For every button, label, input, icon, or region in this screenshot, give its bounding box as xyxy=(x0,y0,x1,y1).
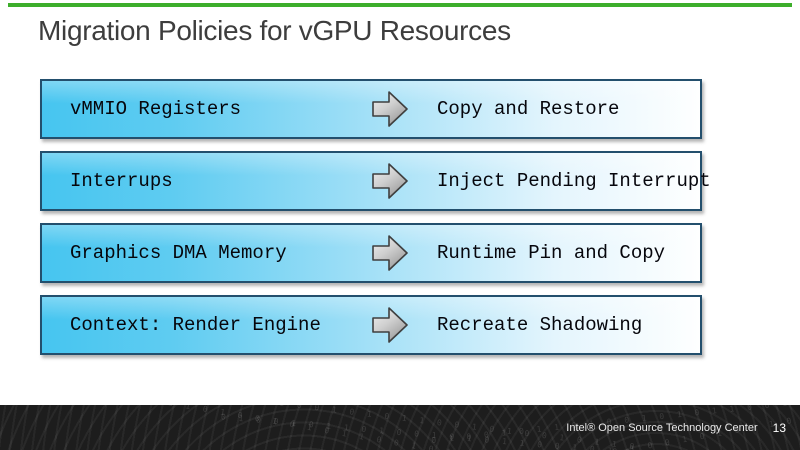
right-arrow-icon xyxy=(372,305,408,345)
policy-label: Recreate Shadowing xyxy=(437,314,643,336)
resource-label: Graphics DMA Memory xyxy=(70,242,287,264)
policy-label: Inject Pending Interrupt xyxy=(437,170,711,192)
slide-title: Migration Policies for vGPU Resources xyxy=(38,15,511,46)
resource-label: Interrups xyxy=(70,170,173,192)
resource-label: vMMIO Registers xyxy=(70,98,242,120)
footer-org-label: Intel® Open Source Technology Center xyxy=(566,421,758,434)
migration-row-vmmio: vMMIO Registers Copy and Restore xyxy=(40,79,702,139)
top-accent-line xyxy=(8,3,792,7)
footer-text-group: Intel® Open Source Technology Center 13 xyxy=(566,405,786,450)
right-arrow-icon xyxy=(372,89,408,129)
footer-bar: 0 1 0 0 1 0 1 1 0 1 0 0 1 0 1 0 1 1 0 0 … xyxy=(0,405,800,450)
migration-row-interrupts: Interrups Inject Pending Interrupt xyxy=(40,151,711,211)
policy-label: Runtime Pin and Copy xyxy=(437,242,666,264)
page-number: 13 xyxy=(772,420,786,435)
migration-row-render-context: Context: Render Engine Recreate Shadowin… xyxy=(40,295,702,355)
migration-row-dma-memory: Graphics DMA Memory Runtime Pin and Copy xyxy=(40,223,702,283)
right-arrow-icon xyxy=(372,161,408,201)
resource-label: Context: Render Engine xyxy=(70,314,321,336)
binary-swirl-texture xyxy=(0,405,800,450)
right-arrow-icon xyxy=(372,233,408,273)
policy-label: Copy and Restore xyxy=(437,98,620,120)
